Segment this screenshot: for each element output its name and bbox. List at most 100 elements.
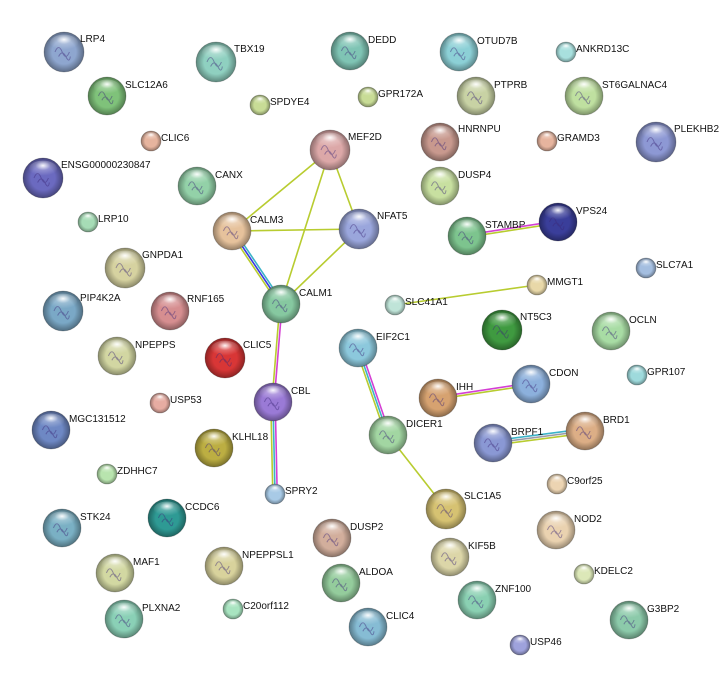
node-highlight bbox=[544, 205, 572, 222]
node-ccdc6[interactable]: CCDC6 bbox=[147, 498, 220, 538]
node-label: MEF2D bbox=[348, 132, 382, 143]
node-slc1a5[interactable]: SLC1A5 bbox=[425, 488, 502, 530]
node-highlight bbox=[540, 132, 554, 141]
node-mmgt1[interactable]: MMGT1 bbox=[526, 274, 584, 296]
node-gnpda1[interactable]: GNPDA1 bbox=[104, 247, 184, 289]
node-rnf165[interactable]: RNF165 bbox=[150, 291, 225, 331]
node-highlight bbox=[361, 88, 375, 97]
node-znf100[interactable]: ZNF100 bbox=[457, 580, 532, 620]
node-tbx19[interactable]: TBX19 bbox=[195, 41, 265, 83]
node-lrp10[interactable]: LRP10 bbox=[77, 211, 129, 233]
node-st6galnac4[interactable]: ST6GALNAC4 bbox=[564, 76, 667, 116]
node-highlight bbox=[101, 556, 129, 573]
node-highlight bbox=[344, 331, 372, 348]
node-highlight bbox=[571, 414, 599, 431]
node-nod2[interactable]: NOD2 bbox=[536, 510, 602, 550]
node-eif2c1[interactable]: EIF2C1 bbox=[338, 328, 410, 368]
node-c20orf112[interactable]: C20orf112 bbox=[222, 598, 289, 620]
node-zdhhc7[interactable]: ZDHHC7 bbox=[96, 463, 158, 485]
node-brd1[interactable]: BRD1 bbox=[565, 411, 630, 451]
node-label: ZDHHC7 bbox=[117, 466, 158, 477]
node-highlight bbox=[93, 79, 121, 96]
edge-layer bbox=[229, 149, 586, 510]
node-ptprb[interactable]: PTPRB bbox=[456, 76, 528, 116]
node-label: G3BP2 bbox=[647, 604, 680, 615]
node-otud7b[interactable]: OTUD7B bbox=[439, 32, 518, 72]
node-spry2[interactable]: SPRY2 bbox=[264, 483, 318, 505]
node-npepps[interactable]: NPEPPS bbox=[97, 336, 176, 376]
node-highlight bbox=[50, 34, 78, 52]
node-label: MGC131512 bbox=[69, 414, 126, 425]
node-mef2d[interactable]: MEF2D bbox=[309, 129, 382, 171]
node-aldoa[interactable]: ALDOA bbox=[321, 563, 393, 603]
node-cbl[interactable]: CBL bbox=[253, 382, 311, 422]
node-ihh[interactable]: IHH bbox=[418, 378, 473, 418]
node-stambp[interactable]: STAMBP bbox=[447, 216, 526, 256]
edge-strand bbox=[394, 284, 538, 306]
node-calm1[interactable]: CALM1 bbox=[261, 284, 333, 324]
node-ankrd13c[interactable]: ANKRD13C bbox=[555, 41, 629, 63]
node-kdelc2[interactable]: KDELC2 bbox=[573, 563, 633, 585]
node-gpr172a[interactable]: GPR172A bbox=[357, 86, 423, 108]
node-maf1[interactable]: MAF1 bbox=[95, 553, 160, 593]
node-brpf1[interactable]: BRPF1 bbox=[473, 423, 544, 463]
node-highlight bbox=[268, 485, 282, 494]
node-slc41a1[interactable]: SLC41A1 bbox=[384, 294, 448, 316]
node-highlight bbox=[642, 124, 670, 142]
node-label: GPR107 bbox=[647, 367, 686, 378]
node-highlight bbox=[453, 219, 481, 236]
node-dusp4[interactable]: DUSP4 bbox=[420, 166, 492, 206]
node-highlight bbox=[183, 169, 211, 186]
node-highlight bbox=[615, 603, 643, 620]
node-clic4[interactable]: CLIC4 bbox=[348, 607, 415, 647]
node-highlight bbox=[488, 312, 516, 330]
node-label: SLC1A5 bbox=[464, 491, 502, 502]
node-highlight bbox=[354, 610, 382, 627]
node-cdon[interactable]: CDON bbox=[511, 364, 578, 404]
node-ocln[interactable]: OCLN bbox=[591, 311, 657, 351]
node-ensg00000230847[interactable]: ENSG00000230847 bbox=[22, 157, 151, 199]
node-hnrnpu[interactable]: HNRNPU bbox=[420, 122, 501, 162]
node-nfat5[interactable]: NFAT5 bbox=[338, 208, 408, 250]
node-gramd3[interactable]: GRAMD3 bbox=[536, 130, 600, 152]
node-calm3[interactable]: CALM3 bbox=[212, 211, 284, 251]
node-label: NPEPPS bbox=[135, 340, 176, 351]
node-klhl18[interactable]: KLHL18 bbox=[194, 428, 269, 468]
node-canx[interactable]: CANX bbox=[177, 166, 243, 206]
node-dusp2[interactable]: DUSP2 bbox=[312, 518, 384, 558]
node-label: CALM3 bbox=[250, 215, 284, 226]
node-highlight bbox=[517, 367, 545, 384]
node-plxna2[interactable]: PLXNA2 bbox=[104, 599, 181, 639]
node-clic5[interactable]: CLIC5 bbox=[204, 337, 272, 379]
node-highlight bbox=[110, 602, 138, 619]
node-pip4k2a[interactable]: PIP4K2A bbox=[42, 290, 121, 332]
node-mgc131512[interactable]: MGC131512 bbox=[31, 410, 126, 450]
node-dedd[interactable]: DEDD bbox=[330, 31, 396, 71]
node-c9orf25[interactable]: C9orf25 bbox=[546, 473, 603, 495]
node-kif5b[interactable]: KIF5B bbox=[430, 537, 496, 577]
node-dicer1[interactable]: DICER1 bbox=[368, 415, 443, 455]
node-highlight bbox=[210, 549, 238, 566]
node-plekhb2[interactable]: PLEKHB2 bbox=[635, 121, 719, 163]
node-highlight bbox=[37, 413, 65, 430]
node-clic6[interactable]: CLIC6 bbox=[140, 130, 190, 152]
node-lrp4[interactable]: LRP4 bbox=[43, 31, 105, 73]
node-label: PTPRB bbox=[494, 80, 528, 91]
node-usp53[interactable]: USP53 bbox=[149, 392, 202, 414]
node-g3bp2[interactable]: G3BP2 bbox=[609, 600, 680, 640]
node-nt5c3[interactable]: NT5C3 bbox=[481, 309, 552, 351]
node-highlight bbox=[200, 431, 228, 448]
node-highlight bbox=[550, 475, 564, 484]
node-vps24[interactable]: VPS24 bbox=[538, 202, 608, 242]
node-npeppsl1[interactable]: NPEPPSL1 bbox=[204, 546, 294, 586]
node-highlight bbox=[29, 160, 57, 178]
node-spdye4[interactable]: SPDYE4 bbox=[249, 94, 310, 116]
node-gpr107[interactable]: GPR107 bbox=[626, 364, 686, 386]
node-label: STK24 bbox=[80, 512, 111, 523]
node-label: NFAT5 bbox=[377, 211, 408, 222]
node-slc12a6[interactable]: SLC12A6 bbox=[87, 76, 168, 116]
node-usp46[interactable]: USP46 bbox=[509, 634, 562, 656]
node-stk24[interactable]: STK24 bbox=[42, 508, 111, 548]
node-slc7a1[interactable]: SLC7A1 bbox=[635, 257, 694, 279]
node-label: CLIC6 bbox=[161, 133, 190, 144]
